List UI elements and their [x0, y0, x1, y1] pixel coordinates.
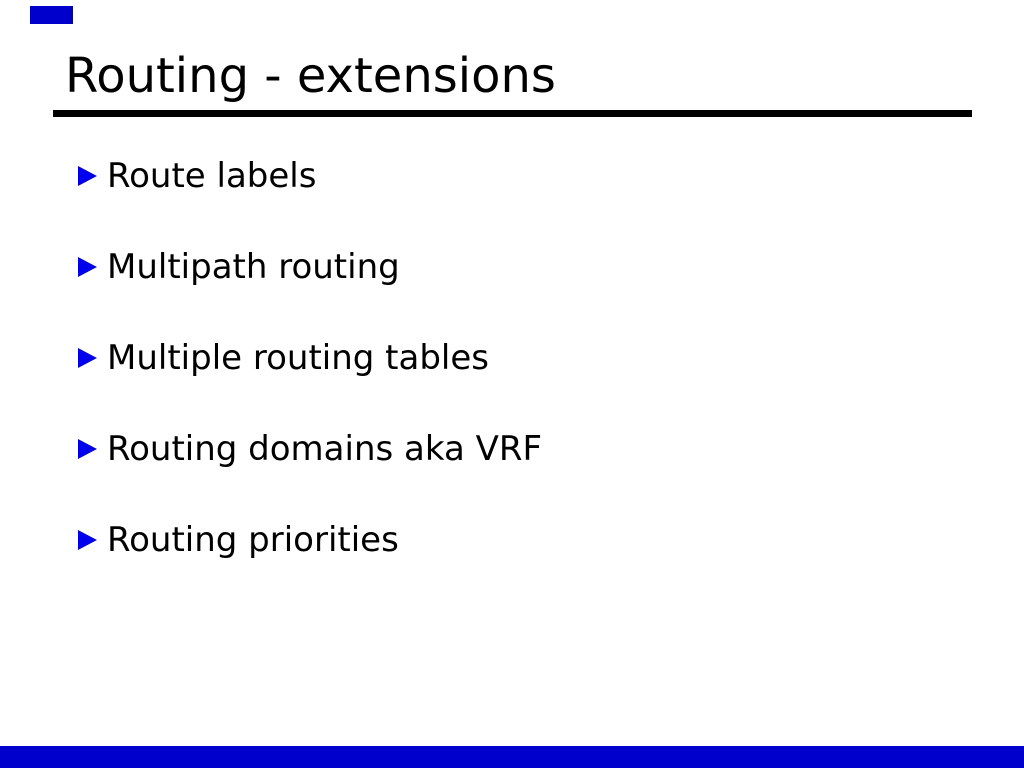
bullet-triangle-icon — [78, 166, 97, 186]
list-item: Route labels — [78, 152, 316, 200]
bullet-triangle-icon — [78, 439, 97, 459]
list-item: Routing priorities — [78, 516, 399, 564]
footer-bar — [0, 746, 1024, 768]
list-item: Multipath routing — [78, 243, 400, 291]
list-item: Routing domains aka VRF — [78, 425, 542, 473]
bullet-text: Routing priorities — [107, 520, 399, 560]
corner-mark — [30, 6, 73, 24]
list-item: Multiple routing tables — [78, 334, 489, 382]
page-title: Routing - extensions — [65, 48, 556, 104]
bullet-triangle-icon — [78, 257, 97, 277]
bullet-triangle-icon — [78, 348, 97, 368]
bullet-text: Routing domains aka VRF — [107, 429, 543, 469]
bullet-text: Multiple routing tables — [107, 338, 489, 378]
bullet-text: Route labels — [107, 156, 317, 196]
bullet-triangle-icon — [78, 530, 97, 550]
title-underline-rule — [53, 110, 972, 117]
bullet-text: Multipath routing — [107, 247, 400, 287]
